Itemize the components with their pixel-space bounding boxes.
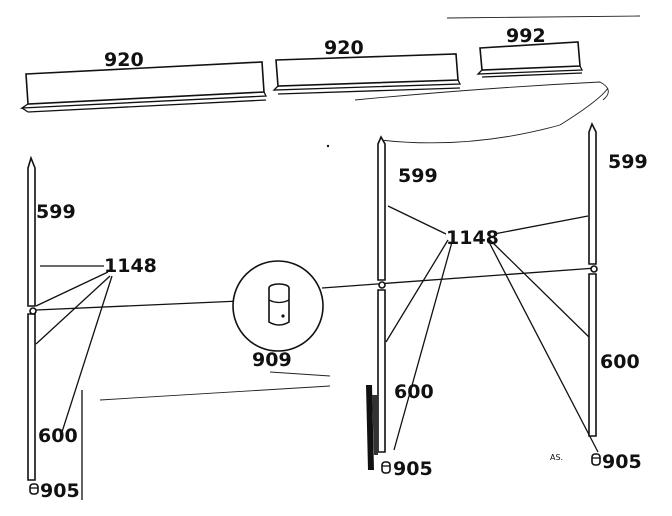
upright-599-mid-label: 599 — [398, 165, 438, 187]
upright-600-right-label: 600 — [600, 351, 640, 373]
upright-middle — [377, 135, 386, 453]
leader-1148-center — [385, 205, 599, 453]
bracket-1148-left-label: 1148 — [104, 255, 157, 277]
shelf-920-left-label: 920 — [104, 49, 144, 71]
shelf-920-left — [19, 61, 268, 113]
upright-599-left-label: 599 — [36, 201, 76, 223]
foot-905-left — [29, 483, 39, 495]
shelf-992 — [476, 41, 584, 78]
stray-dot — [326, 144, 330, 148]
upright-left — [27, 155, 37, 481]
upright-599-right-label: 599 — [608, 151, 648, 173]
foot-905-mid — [381, 461, 391, 474]
rail-left — [35, 300, 241, 311]
connector-909-label: 909 — [252, 349, 292, 371]
foot-905-left-label: 905 — [40, 480, 80, 502]
bracket-1148-center-label: 1148 — [446, 227, 499, 249]
upright-right — [588, 122, 598, 437]
scan-marks — [99, 15, 641, 401]
upright-600-left-label: 600 — [38, 425, 78, 447]
shelf-992-label: 992 — [506, 25, 546, 47]
foot-905-right-label: 905 — [602, 451, 642, 473]
foot-905-right — [591, 453, 601, 466]
foot-905-mid-label: 905 — [393, 458, 433, 480]
shelf-920-middle — [272, 53, 462, 95]
connector-909 — [232, 260, 324, 352]
upright-600-mid-label: 600 — [394, 381, 434, 403]
rail-right — [321, 267, 597, 289]
dark-post — [366, 385, 378, 470]
corner-code: AS. — [550, 453, 563, 462]
shelf-920-middle-label: 920 — [324, 37, 364, 59]
leader-1148-left — [35, 265, 113, 433]
